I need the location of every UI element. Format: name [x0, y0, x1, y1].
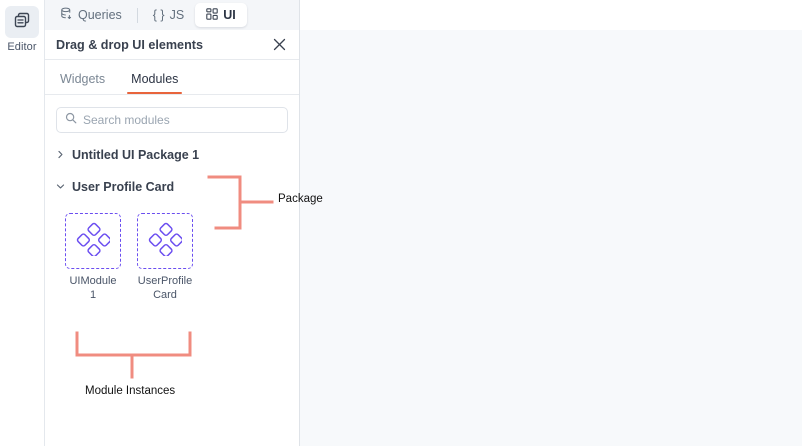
tree-item-label: User Profile Card [72, 180, 175, 194]
page-title: Drag & drop UI elements [56, 37, 203, 52]
module-card-userprofilecard[interactable]: UserProfileCard [137, 213, 193, 303]
search-icon [65, 111, 77, 129]
close-icon[interactable] [270, 36, 288, 54]
sidebar-item-editor[interactable] [5, 6, 39, 38]
module-diamonds-icon [148, 222, 184, 261]
search-box[interactable] [56, 107, 288, 133]
canvas-area [300, 0, 802, 446]
tree-item-untitled-ui-package-1[interactable]: Untitled UI Package 1 [56, 145, 288, 165]
grid-icon [206, 7, 218, 23]
tab-ui-label: UI [223, 8, 236, 22]
module-thumb[interactable] [65, 213, 121, 269]
tab-js-label: JS [169, 8, 185, 22]
module-card-label: UserProfileCard [137, 275, 193, 301]
tab-ui[interactable]: UI [195, 3, 247, 27]
tab-divider [136, 7, 138, 23]
sidebar-item-editor-label: Editor [7, 41, 37, 53]
tab-modules[interactable]: Modules [127, 72, 183, 94]
module-card-label: UIModule 1 [69, 275, 117, 301]
module-thumb[interactable] [137, 213, 193, 269]
chevron-right-icon[interactable] [56, 146, 65, 164]
editor-tabbar: Queries { } JS UI [45, 0, 299, 30]
tree-item-user-profile-card[interactable]: User Profile Card [56, 177, 288, 197]
tab-modules-label: Modules [131, 72, 179, 86]
left-rail: Editor [0, 0, 45, 446]
panel-subtabs: Widgets Modules [45, 60, 299, 95]
canvas-topbar [300, 0, 802, 30]
tab-js[interactable]: { } JS [142, 3, 195, 27]
panel-header: Drag & drop UI elements [45, 30, 299, 60]
ui-panel: Queries { } JS UI Dr [45, 0, 300, 446]
tab-widgets[interactable]: Widgets [56, 72, 109, 94]
search-input[interactable] [83, 113, 279, 127]
module-grid: UIModule 1 [56, 213, 288, 303]
database-icon [60, 7, 73, 23]
panel-body: Untitled UI Package 1 User Profile Card [45, 95, 299, 446]
tab-queries-label: Queries [78, 8, 122, 22]
chevron-down-icon[interactable] [56, 178, 65, 196]
tab-widgets-label: Widgets [60, 72, 106, 86]
editor-pages-icon [12, 10, 32, 35]
braces-icon: { } [152, 8, 165, 22]
tree-item-label: Untitled UI Package 1 [72, 148, 200, 162]
tab-queries[interactable]: Queries [49, 3, 133, 27]
module-diamonds-icon [76, 222, 112, 261]
canvas[interactable] [300, 30, 802, 446]
module-card-uimodule1[interactable]: UIModule 1 [65, 213, 121, 303]
